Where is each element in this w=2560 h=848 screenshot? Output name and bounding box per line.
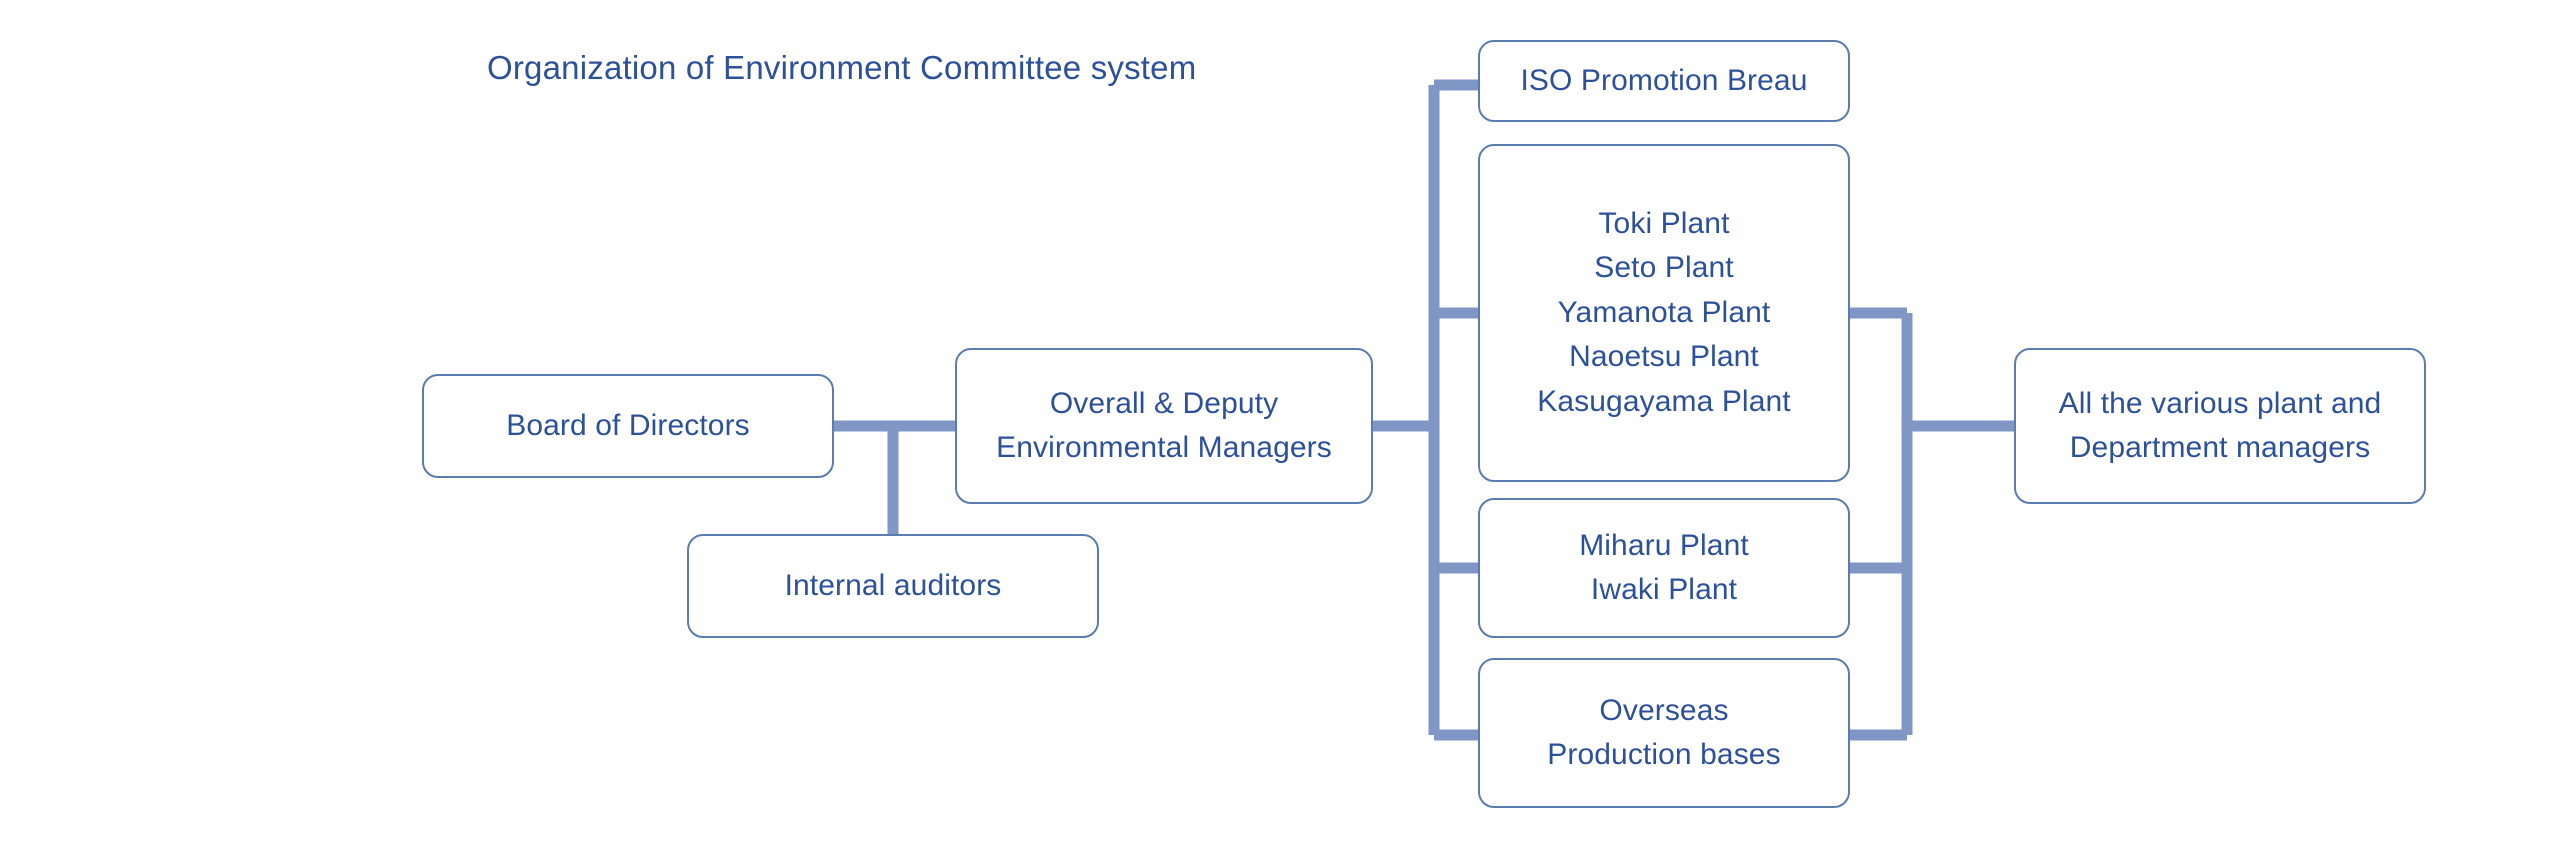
node-label-line: Department managers <box>2069 431 2371 464</box>
node-label-line: Toki Plant <box>1598 207 1730 241</box>
node-label-line: ISO Promotion Breau <box>1520 63 1808 97</box>
node-all-plant-and-department-managers[interactable]: All the various plant and Department man… <box>2014 348 2426 504</box>
page-title: Organization of Environment Committee sy… <box>487 49 1197 86</box>
node-label-line: Internal auditors <box>784 568 1002 602</box>
node-overseas-production-bases[interactable]: Overseas Production bases <box>1478 658 1850 808</box>
node-domestic-plants-group-2[interactable]: Miharu Plant Iwaki Plant <box>1478 498 1850 638</box>
node-label-line: Kasugayama Plant <box>1537 384 1791 418</box>
node-label-line: Yamanota Plant <box>1557 295 1771 329</box>
node-label-line: Naoetsu Plant <box>1569 340 1759 374</box>
node-label-line: Environmental Managers <box>996 431 1332 464</box>
node-label-line: Miharu Plant <box>1579 528 1749 562</box>
node-label-line: Overall & Deputy <box>1049 386 1279 420</box>
node-iso-promotion-breau[interactable]: ISO Promotion Breau <box>1478 40 1850 122</box>
node-label-line: Overseas <box>1599 693 1729 727</box>
node-label-line: Iwaki Plant <box>1590 573 1738 606</box>
node-label-line: Board of Directors <box>506 408 750 442</box>
node-board-of-directors[interactable]: Board of Directors <box>422 374 834 478</box>
node-internal-auditors[interactable]: Internal auditors <box>687 534 1099 638</box>
node-label-line: Production bases <box>1547 738 1781 771</box>
node-label-line: All the various plant and <box>2058 386 2382 420</box>
node-label-line: Seto Plant <box>1594 251 1734 285</box>
node-domestic-plants-group-1[interactable]: Toki Plant Seto Plant Yamanota Plant Nao… <box>1478 144 1850 482</box>
node-overall-deputy-environmental-managers[interactable]: Overall & Deputy Environmental Managers <box>955 348 1373 504</box>
